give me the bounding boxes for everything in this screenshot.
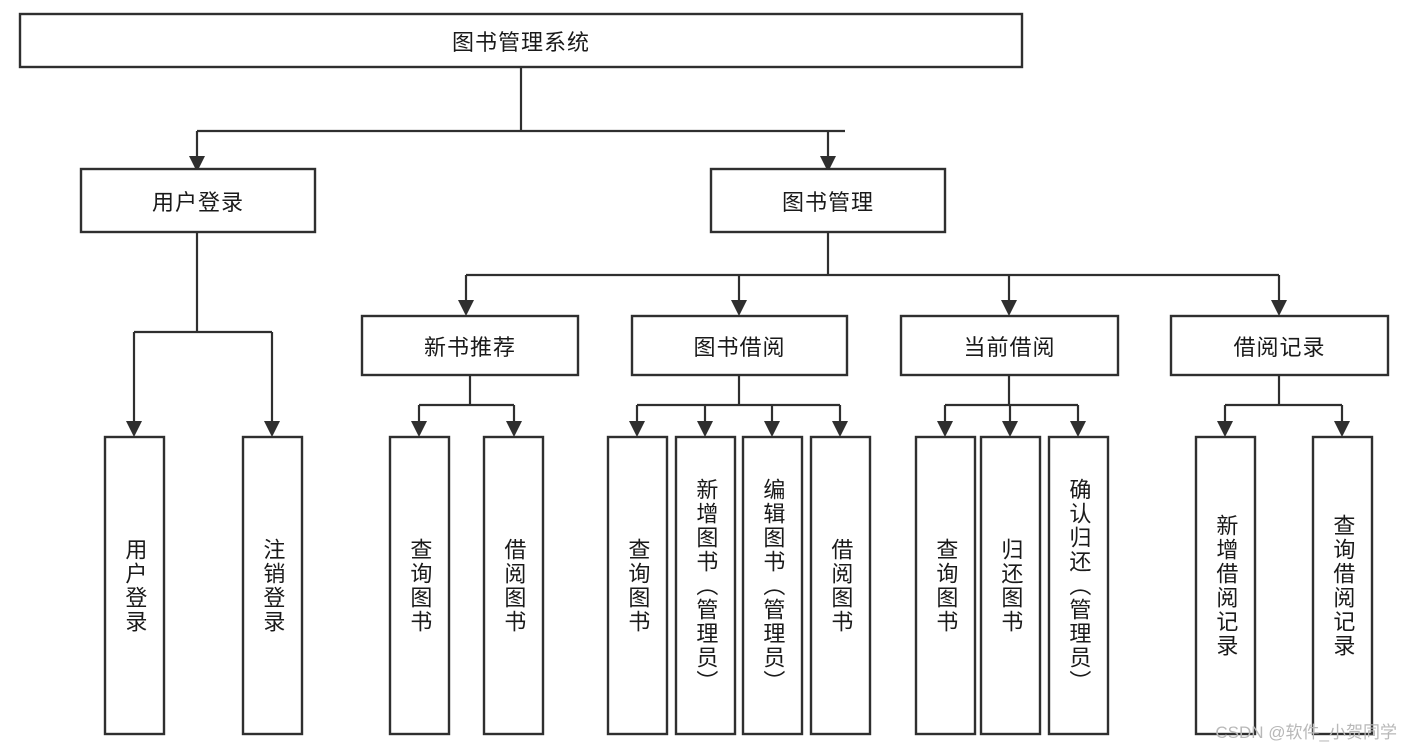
leaf-book-borrow-3-box[interactable] <box>809 435 872 736</box>
node-new-book-recommend-box[interactable] <box>360 314 580 377</box>
node-borrow-record-box[interactable] <box>1169 314 1390 377</box>
leaf-current-borrow-1-box[interactable] <box>979 435 1042 736</box>
connector-bookborrow-to-leaves <box>629 375 848 437</box>
leaf-book-borrow-2-box[interactable] <box>741 435 804 736</box>
node-user-login-box[interactable] <box>79 167 317 234</box>
leaf-borrow-record-0-box[interactable] <box>1194 435 1257 736</box>
node-root-box[interactable] <box>18 12 1024 69</box>
node-current-borrow-box[interactable] <box>899 314 1120 377</box>
leaf-new-book-0-box[interactable] <box>388 435 451 736</box>
leaf-user-login-0-box[interactable] <box>103 435 166 736</box>
leaf-borrow-record-1-box[interactable] <box>1311 435 1374 736</box>
leaf-book-borrow-1-box[interactable] <box>674 435 737 736</box>
connector-root-to-level2 <box>189 67 845 172</box>
node-book-borrow-box[interactable] <box>630 314 849 377</box>
connector-currentborrow-to-leaves <box>937 375 1086 437</box>
connector-newbook-to-leaves <box>411 375 522 437</box>
node-book-management-box[interactable] <box>709 167 947 234</box>
leaf-new-book-1-box[interactable] <box>482 435 545 736</box>
connector-bookmgmt-to-level3 <box>458 232 1287 316</box>
leaf-book-borrow-0-box[interactable] <box>606 435 669 736</box>
connector-borrowrecord-to-leaves <box>1217 375 1350 437</box>
leaf-current-borrow-2-box[interactable] <box>1047 435 1110 736</box>
leaf-current-borrow-0-box[interactable] <box>914 435 977 736</box>
connector-userlogin-to-leaves <box>126 232 280 437</box>
leaf-user-login-1-box[interactable] <box>241 435 304 736</box>
